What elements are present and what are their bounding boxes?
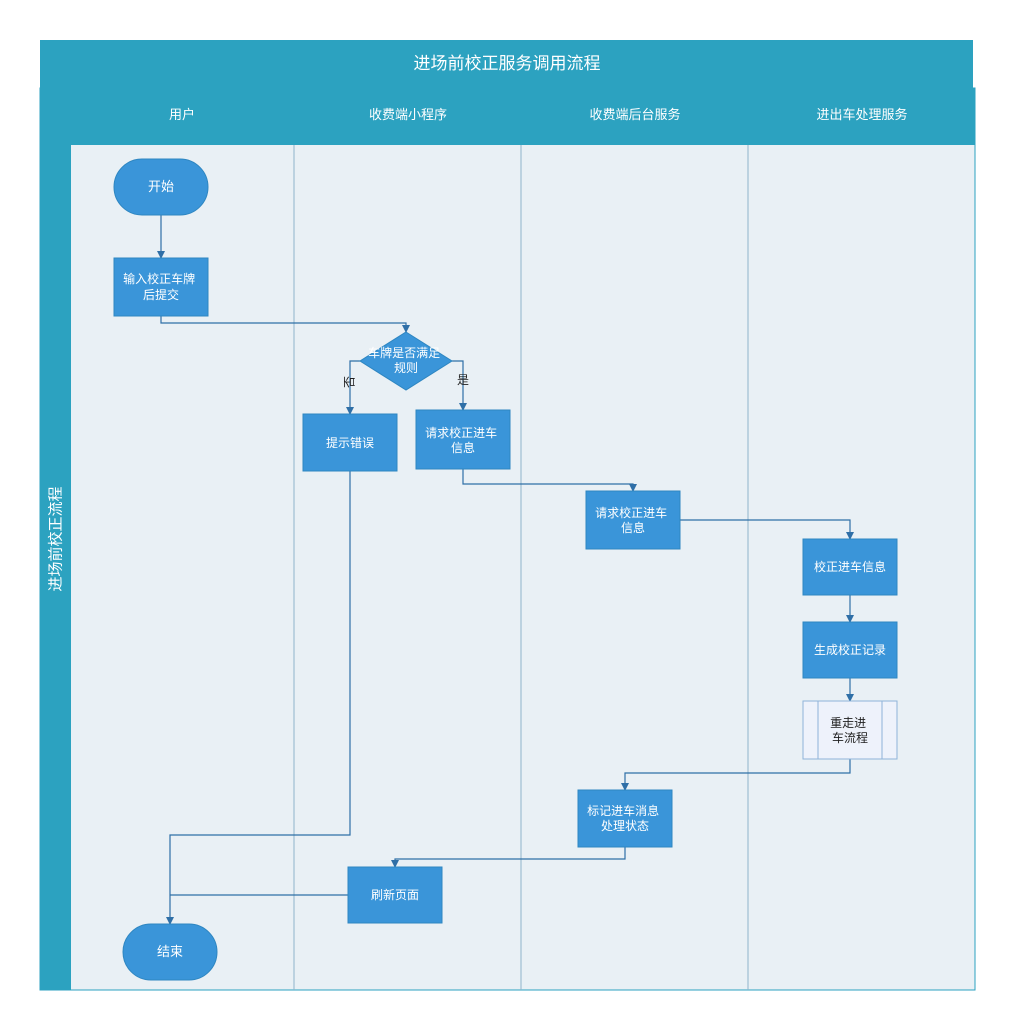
lane-header-inout-service: 进出车处理服务 <box>816 107 907 123</box>
end-node-line-1: 结束 <box>157 945 183 960</box>
end-node-label: 结束 <box>157 945 183 960</box>
lane-header-miniprogram: 收费端小程序 <box>369 108 447 123</box>
edge-input-to-decision <box>160 316 410 333</box>
pool-label: 进场前校正流程 <box>47 486 65 591</box>
start-node[interactable] <box>113 158 209 216</box>
edge-decision-to-error <box>346 360 360 415</box>
rerun-entry-subprocess-line-2: 车流程 <box>832 730 868 745</box>
input-plate-node-line-1: 输入校正车牌 <box>123 271 195 286</box>
request-mini-node[interactable] <box>415 409 511 470</box>
error-node-line-1: 提示错误 <box>326 435 374 450</box>
request-backend-node-label: 请求校正进车 信息 <box>595 505 671 535</box>
title-bar <box>40 40 973 88</box>
correct-entry-node[interactable] <box>802 538 898 596</box>
lane-header-bar <box>71 88 975 145</box>
correct-entry-node-line-1: 校正进车信息 <box>814 559 886 574</box>
request-mini-node-label: 请求校正进车 信息 <box>425 425 501 455</box>
edge-backend-to-correct <box>680 519 854 540</box>
edge-request-to-backend <box>462 469 637 492</box>
edge-rerun-to-mark <box>621 759 851 791</box>
decision-node-label: 车牌是否满足 规则 <box>368 345 444 375</box>
rerun-entry-subprocess-line-1: 重走进 <box>830 716 866 730</box>
request-mini-node-line-2: 信息 <box>451 440 475 455</box>
input-plate-node[interactable] <box>113 257 209 317</box>
input-plate-node-line-2: 后提交 <box>143 287 179 302</box>
edge-mark-to-refresh <box>391 847 626 868</box>
decision-node-line-2: 规则 <box>394 360 418 375</box>
request-backend-node[interactable] <box>585 490 681 550</box>
input-plate-node-label: 输入校正车牌 后提交 <box>123 271 199 302</box>
rerun-entry-subprocess[interactable] <box>802 700 898 760</box>
lane-header-user: 用户 <box>169 107 195 123</box>
edge-label-yes: 是 <box>457 373 469 387</box>
edge-error-to-end <box>166 471 351 925</box>
mark-status-node[interactable] <box>577 789 673 848</box>
mark-status-node-line-2: 处理状态 <box>601 819 649 833</box>
rerun-entry-subprocess-label: 重走进 车流程 <box>830 716 870 745</box>
correct-entry-node-label: 校正进车信息 <box>814 559 886 574</box>
pool-label-bar <box>40 88 71 990</box>
request-mini-node-line-1: 请求校正进车 <box>425 425 497 440</box>
decision-node[interactable] <box>359 331 453 391</box>
end-node[interactable] <box>122 923 218 981</box>
request-backend-node-line-1: 请求校正进车 <box>595 505 667 520</box>
refresh-page-node[interactable] <box>347 866 443 924</box>
lane-header-backend: 收费端后台服务 <box>589 107 680 123</box>
error-node[interactable] <box>302 413 398 472</box>
mark-status-node-line-1: 标记进车消息 <box>587 803 659 818</box>
decision-node-line-1: 车牌是否满足 <box>368 345 440 360</box>
refresh-page-node-line-1: 刷新页面 <box>371 887 419 902</box>
start-node-label: 开始 <box>148 180 174 195</box>
start-node-line-1: 开始 <box>148 180 174 195</box>
error-node-label: 提示错误 <box>326 435 374 450</box>
generate-record-node-label: 生成校正记录 <box>814 642 886 657</box>
diagram-title: 进场前校正服务调用流程 <box>414 54 601 74</box>
edge-label-no: 否 <box>343 376 357 388</box>
refresh-page-node-label: 刷新页面 <box>371 887 419 902</box>
edge-decision-to-request <box>452 360 467 411</box>
generate-record-node[interactable] <box>802 621 898 679</box>
mark-status-node-label: 标记进车消息 处理状态 <box>587 803 663 833</box>
generate-record-node-line-1: 生成校正记录 <box>814 642 886 657</box>
request-backend-node-line-2: 信息 <box>621 520 645 535</box>
